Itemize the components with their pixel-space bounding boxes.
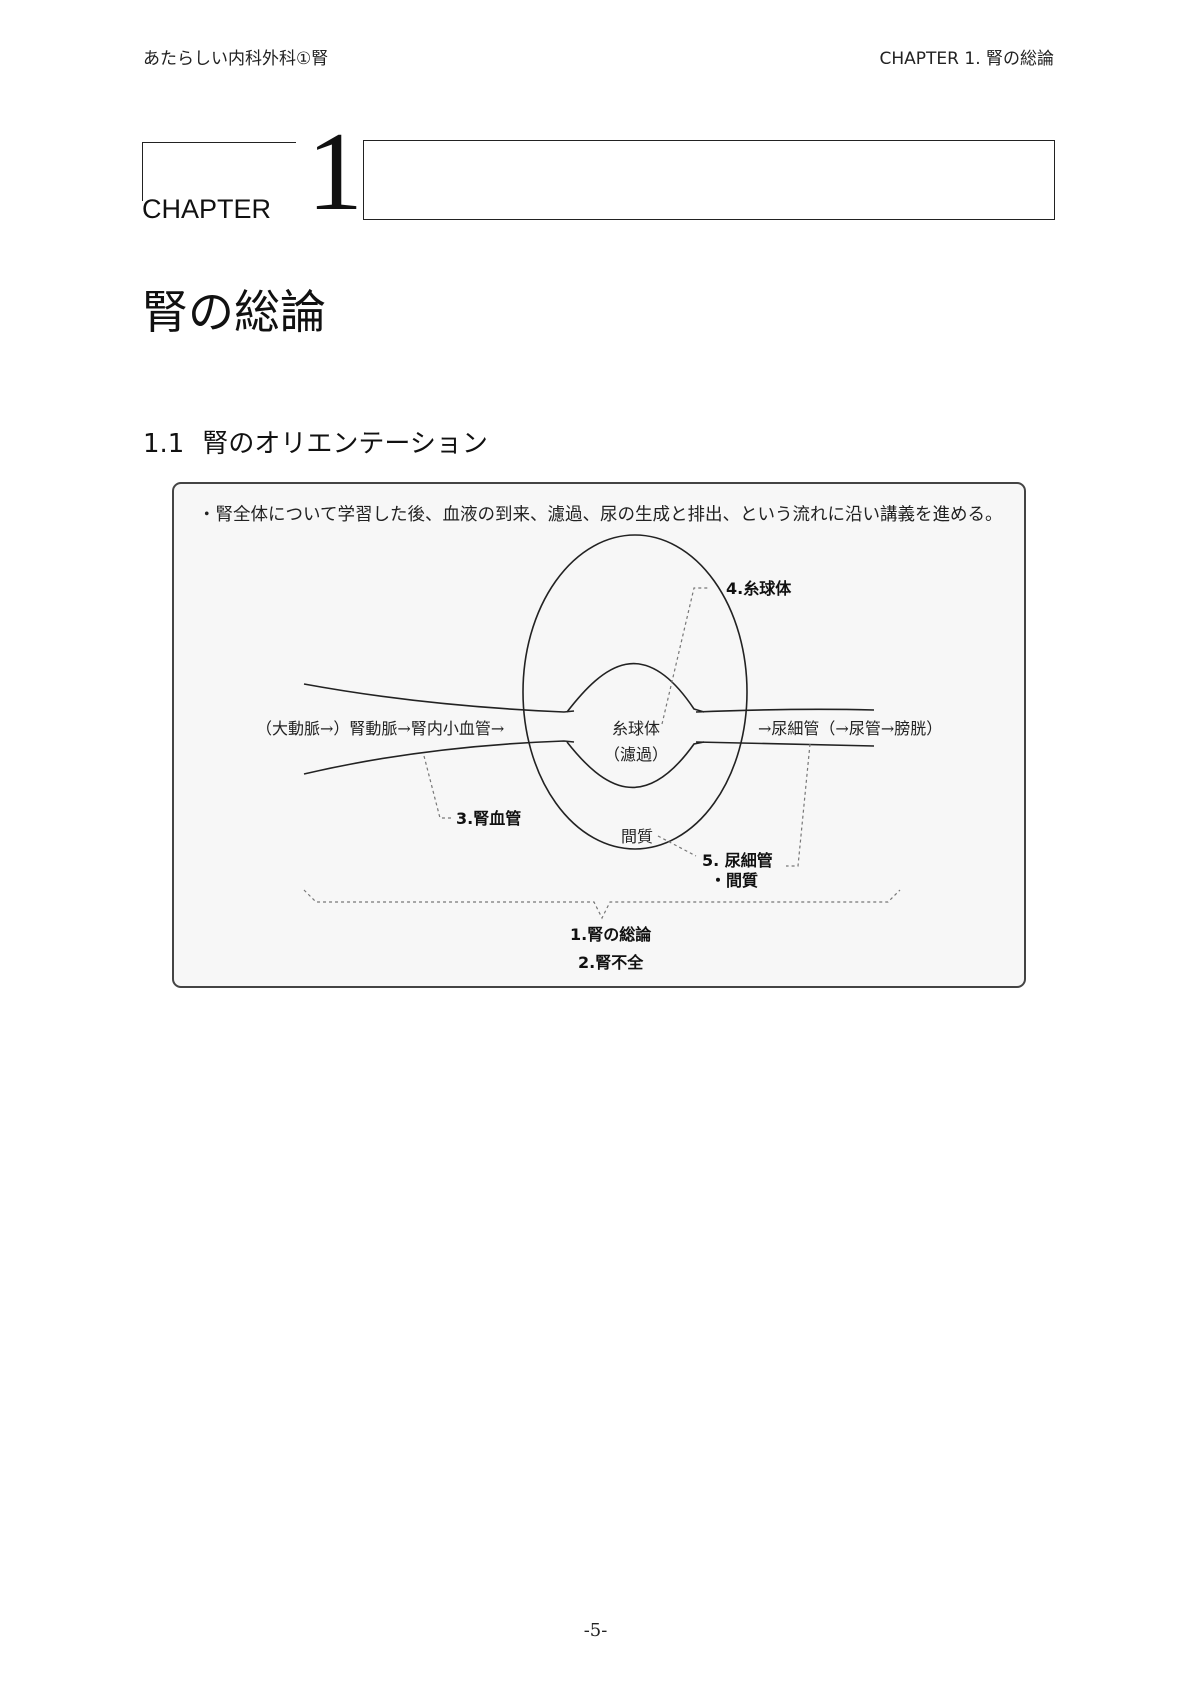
section-title-text: 腎のオリエンテーション [202, 429, 488, 459]
callout-3: 3.腎血管 [456, 809, 521, 828]
glomerulus-lower-curve [566, 741, 705, 789]
vessel-line-upper [303, 683, 575, 713]
kidney-ellipse [522, 534, 748, 850]
vessel-line-lower [303, 740, 575, 775]
tubule-line-lower [695, 741, 875, 747]
figure-lead-text: ・腎全体について学習した後、血液の到来、濾過、尿の生成と排出、という流れに沿い講… [198, 505, 1003, 525]
inflow-label: （大動脈→）腎動脈→腎内小血管→ [256, 719, 504, 738]
filtration-label: （濾過） [604, 745, 668, 764]
leader-glomerulus [661, 587, 710, 725]
leader-tubule [786, 743, 811, 867]
kidney-diagram: （大動脈→）腎動脈→腎内小血管→ 糸球体 （濾過） →尿細管（→尿管→膀胱） 間… [256, 534, 942, 972]
chapter-label: CHAPTER [142, 194, 272, 224]
interstitium-label: 間質 [621, 827, 653, 846]
chapter-bracket-right [363, 140, 1055, 220]
chapter-heading: CHAPTER 1 [142, 116, 1055, 228]
chapter-bracket-left [142, 142, 296, 201]
outflow-label: →尿細管（→尿管→膀胱） [758, 719, 942, 738]
bottom-brace [303, 889, 901, 920]
chapter-title: 腎の総論 [142, 285, 326, 339]
leader-vessel [423, 755, 452, 819]
callout-4: 4.糸球体 [726, 579, 792, 598]
glomerulus-label: 糸球体 [612, 719, 660, 738]
figure-box: ・腎全体について学習した後、血液の到来、濾過、尿の生成と排出、という流れに沿い講… [172, 482, 1026, 988]
glomerulus-upper-curve [566, 662, 705, 713]
running-header-left: あたらしい内科外科①腎 [143, 49, 329, 69]
callout-5-line1: 5. 尿細管 [702, 851, 773, 870]
callout-5-line2: ・間質 [710, 871, 758, 890]
callout-2: 2.腎不全 [578, 953, 644, 972]
section-number: 1.1 [143, 429, 185, 459]
section-heading: 1.1 腎のオリエンテーション [143, 423, 488, 460]
tubule-line-upper [695, 708, 875, 713]
page-number: -5- [583, 1620, 608, 1641]
leader-interstitium [657, 835, 697, 857]
running-header-right: CHAPTER 1. 腎の総論 [879, 49, 1055, 69]
chapter-number: 1 [307, 110, 363, 234]
callout-1: 1.腎の総論 [570, 925, 652, 944]
